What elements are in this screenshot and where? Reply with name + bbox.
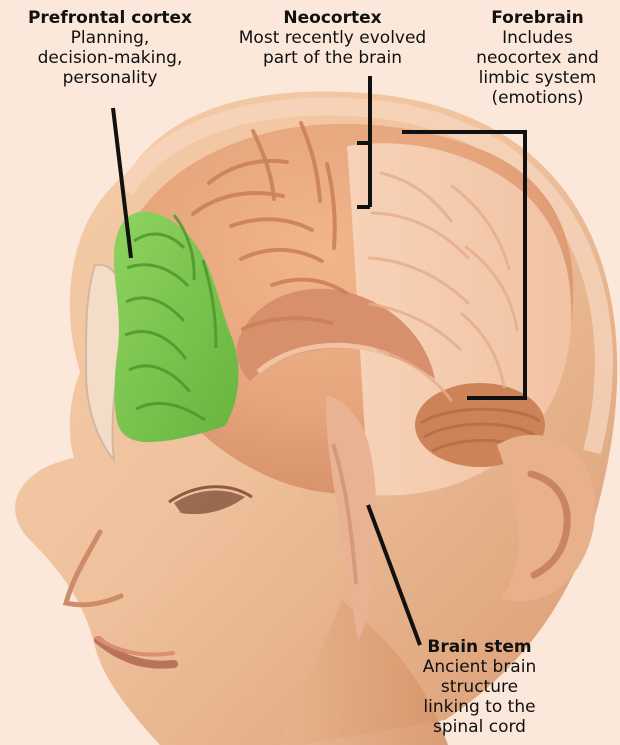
neocortex-description-line-2: part of the brain	[263, 48, 402, 68]
neocortex-description-line-1: Most recently evolved	[239, 28, 426, 48]
prefrontal-description-line-2: decision-making,	[38, 48, 183, 68]
brain-stem-description-line-1: Ancient brain	[423, 657, 536, 677]
brain-stem-description-line-2: structure	[441, 677, 518, 697]
neocortex-label: Neocortex Most recently evolved part of …	[210, 8, 455, 68]
forebrain-description-line-1: Includes	[502, 28, 573, 48]
brain-stem-description: Ancient brain structure linking to the s…	[392, 657, 567, 737]
prefrontal-description-line-1: Planning,	[71, 28, 150, 48]
brain-stem-description-line-3: linking to the	[423, 697, 535, 717]
forebrain-description: Includes neocortex and limbic system (em…	[455, 28, 620, 108]
brain-stem-description-line-4: spinal cord	[433, 717, 526, 737]
forebrain-description-line-2: neocortex and	[476, 48, 599, 68]
prefrontal-cortex-description: Planning, decision-making, personality	[0, 28, 220, 88]
forebrain-description-line-4: (emotions)	[491, 88, 583, 108]
forebrain-description-line-3: limbic system	[479, 68, 597, 88]
brain-stem-label: Brain stem Ancient brain structure linki…	[392, 637, 567, 737]
neocortex-title: Neocortex	[210, 8, 455, 28]
prefrontal-cortex-label: Prefrontal cortex Planning, decision-mak…	[0, 8, 220, 88]
prefrontal-cortex-title: Prefrontal cortex	[0, 8, 220, 28]
neocortex-description: Most recently evolved part of the brain	[210, 28, 455, 68]
prefrontal-description-line-3: personality	[63, 68, 158, 88]
forebrain-label: Forebrain Includes neocortex and limbic …	[455, 8, 620, 108]
brain-stem-title: Brain stem	[392, 637, 567, 657]
forebrain-title: Forebrain	[455, 8, 620, 28]
